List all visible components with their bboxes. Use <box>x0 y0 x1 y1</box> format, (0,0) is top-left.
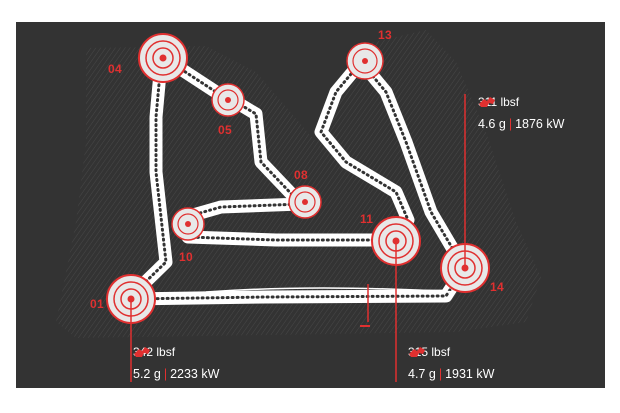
corner-label-14: 14 <box>490 280 504 294</box>
track-centerline <box>126 56 466 301</box>
track-map: 04 05 08 10 11 13 14 01 311 lbsf 4.6 g|1… <box>16 22 605 388</box>
corner-marker-04 <box>138 33 188 83</box>
g-value: 5.2 g <box>133 367 161 381</box>
corner-label-13: 13 <box>378 28 392 42</box>
metric-turn01: 342 lbsf 5.2 g|2233 kW <box>133 345 220 381</box>
metric-turn14: 311 lbsf 4.6 g|1876 kW <box>478 95 565 131</box>
corner-label-10: 10 <box>179 250 193 264</box>
power-value: 2233 kW <box>170 367 220 381</box>
g-value: 4.6 g <box>478 117 506 131</box>
corner-label-08: 08 <box>294 168 308 182</box>
corner-label-11: 11 <box>360 212 374 226</box>
metric-turn11: 315 lbsf 4.7 g|1931 kW <box>408 345 495 381</box>
brake-pedal-icon <box>479 97 495 107</box>
pit-lane <box>205 287 457 293</box>
circuit-drawing <box>56 30 541 382</box>
g-value: 4.7 g <box>408 367 436 381</box>
force-value: 342 lbsf <box>133 345 176 359</box>
runoff-area <box>56 30 541 338</box>
brake-pedal-icon <box>134 347 150 357</box>
corner-marker-10 <box>171 207 205 241</box>
power-value: 1876 kW <box>515 117 565 131</box>
corner-marker-08 <box>288 185 322 219</box>
power-value: 1931 kW <box>445 367 495 381</box>
corner-marker-13 <box>346 42 384 80</box>
corner-marker-05 <box>211 83 245 117</box>
brake-pedal-icon <box>409 347 425 357</box>
corner-label-01: 01 <box>90 297 104 311</box>
corner-label-05: 05 <box>218 123 232 137</box>
corner-label-04: 04 <box>108 62 122 76</box>
force-value: 315 lbsf <box>408 345 451 359</box>
force-value: 311 lbsf <box>478 95 520 109</box>
